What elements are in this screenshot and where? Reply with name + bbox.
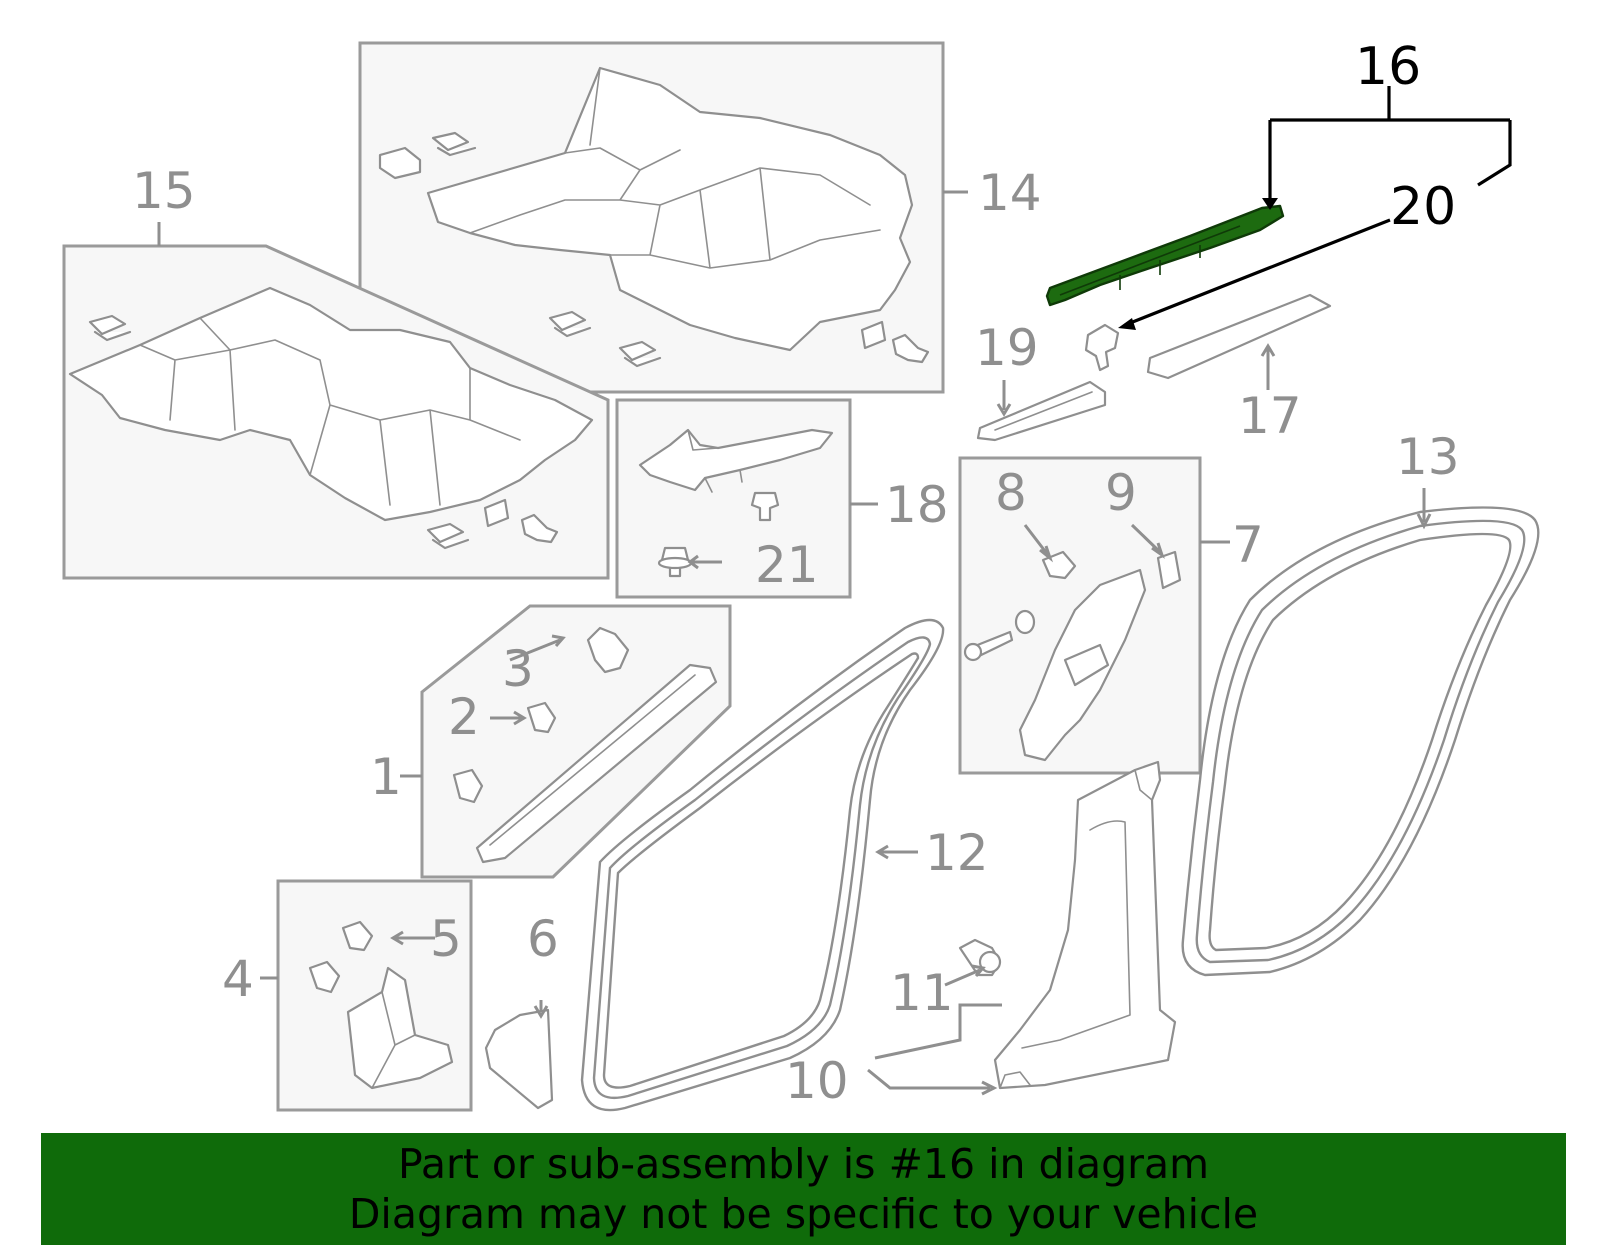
callout-1: 1 [370,748,402,806]
part-group-15[interactable] [62,244,610,580]
box-1 [420,604,732,879]
callout-18: 18 [885,476,949,534]
part-group-1[interactable] [420,604,732,879]
part-6-bracket[interactable] [484,1008,554,1110]
part-4-bracket[interactable] [346,966,454,1090]
callout-3: 3 [502,640,534,698]
part-group-7[interactable] [958,456,1202,775]
part-13-seal[interactable] [1181,506,1540,977]
part-17-plate[interactable] [1146,293,1332,380]
part-1-strip[interactable] [475,663,718,864]
callout-11: 11 [890,964,954,1022]
part-14-rear-carpet[interactable] [426,66,914,352]
callout-14: 14 [978,164,1042,222]
part-3-clip[interactable] [586,626,630,674]
callout-5: 5 [430,910,462,968]
callout-4: 4 [222,950,254,1008]
part-18-trim[interactable] [638,428,834,492]
callout-2: 2 [448,688,480,746]
part-20-clip[interactable] [1084,323,1120,372]
callout-9: 9 [1105,464,1137,522]
part-10-pillar-trim[interactable] [958,760,1177,1090]
callout-13: 13 [1396,428,1460,486]
callout-20: 20 [1390,177,1456,237]
callout-16: 16 [1355,37,1421,97]
callout-7: 7 [1232,516,1264,574]
callout-8: 8 [995,464,1027,522]
callout-12: 12 [925,824,989,882]
callout-21: 21 [755,536,819,594]
part-5-clip[interactable] [341,920,374,952]
callout-6: 6 [527,910,559,968]
info-banner: Part or sub-assembly is #16 in diagram D… [41,1133,1566,1245]
part-9-clip[interactable] [1156,550,1182,590]
banner-line-2: Diagram may not be specific to your vehi… [348,1190,1259,1238]
callout-15: 15 [132,162,196,220]
callout-17: 17 [1238,387,1302,445]
part-2-clip[interactable] [526,701,557,734]
part-15-front-carpet[interactable] [68,286,594,522]
part-group-18[interactable] [615,398,852,599]
part-group-4[interactable] [276,879,473,1112]
part-18-clip [750,491,780,522]
callout-10: 10 [785,1052,849,1110]
banner-line-1: Part or sub-assembly is #16 in diagram [397,1140,1210,1188]
callout-19: 19 [975,319,1039,377]
part-12-seal[interactable] [580,618,945,1112]
